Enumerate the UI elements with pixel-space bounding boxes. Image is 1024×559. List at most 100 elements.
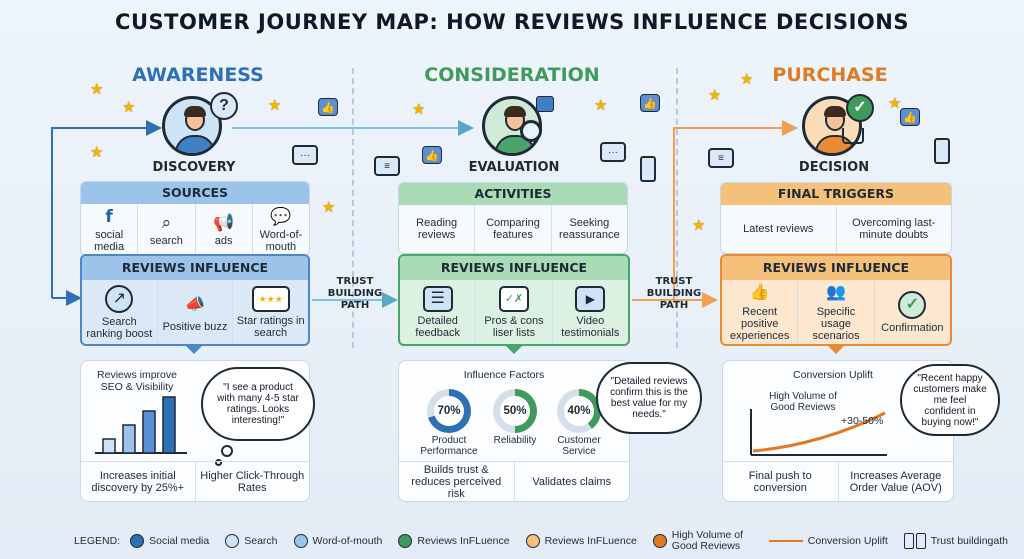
star-icon: ★ <box>888 95 902 112</box>
influence-item: ★★★ Star ratings in search <box>232 280 308 344</box>
avatar <box>162 96 222 156</box>
phone-icon <box>934 138 950 164</box>
thought-dot <box>215 459 222 466</box>
panel-title: REVIEWS INFLUENCE <box>400 256 628 280</box>
stage-divider <box>352 68 354 348</box>
legend-swatch <box>525 534 540 548</box>
stage-title-purchase: PURCHASE <box>772 64 888 86</box>
pointer <box>506 346 522 354</box>
factor-value: 70% <box>434 396 464 426</box>
source-ads: 📢 ads <box>194 204 252 255</box>
stage-label-discovery: DISCOVERY <box>152 160 236 175</box>
influence-label: Detailed feedback <box>415 314 460 339</box>
influence-label: Video testimonials <box>561 314 620 339</box>
influence-label: Search ranking boost <box>86 315 153 340</box>
source-search: ⌕ search <box>137 204 194 255</box>
activity-item: Reading reviews <box>416 217 458 241</box>
seo-card: Reviews improve SEO & Visibility "I see … <box>80 360 315 502</box>
influence-item: ✓✗ Pros & cons liser lists <box>475 280 551 344</box>
trust-path-label: TRUST BUILDING PATH <box>327 276 383 311</box>
thumbs-up-icon: 👍 <box>422 146 442 164</box>
checkmark-icon: ✓ <box>898 290 927 319</box>
panel-title: REVIEWS INFLUENCE <box>722 256 950 280</box>
product-icon <box>536 96 554 112</box>
legend: LEGEND: Social media Search Word-of-mout… <box>0 528 1024 554</box>
check-badge-icon: ✓ <box>846 94 874 122</box>
influence-item: ↗ Search ranking boost <box>82 280 157 344</box>
influence-item: 👥 Specific usage scenarios <box>797 280 873 344</box>
legend-item: Conversion Uplift <box>768 535 888 547</box>
phone-icon <box>903 533 914 549</box>
group-icon: 👥 <box>826 283 846 301</box>
legend-label: High Volume of Good Reviews <box>671 529 744 552</box>
legend-item: Trust buildingath <box>903 533 1008 549</box>
checklist-icon: ✓✗ <box>498 285 529 312</box>
legend-title: LEGEND: <box>74 535 121 547</box>
final-triggers-panel: FINAL TRIGGERS Latest reviews Overcoming… <box>720 182 952 254</box>
factor-ring-product-performance: 70% <box>427 389 471 433</box>
uplift-curve <box>750 409 887 456</box>
star-icon: ★ <box>594 97 608 114</box>
factors-title: Influence Factors <box>463 369 545 381</box>
star-icon: ★ <box>708 87 722 104</box>
phone-icon <box>915 533 926 549</box>
search-icon <box>225 534 240 548</box>
star-icon: ★ <box>268 97 282 114</box>
trigger-item: Latest reviews <box>743 223 814 235</box>
stage-label-decision: DECISION <box>798 160 870 175</box>
facebook-icon: f <box>105 206 113 227</box>
footer-stat: Validates claims <box>513 462 630 501</box>
footer-stat: Builds trust & reduces perceived risk <box>411 463 502 500</box>
cart-icon <box>842 128 864 144</box>
megaphone-icon: 📢 <box>213 212 235 232</box>
star-icon: ★ <box>740 71 754 88</box>
uplift-title: Conversion Uplift <box>793 369 873 381</box>
question-badge-icon: ? <box>210 92 238 120</box>
factor-label: Customer Service <box>557 435 601 457</box>
source-label: ads <box>214 234 233 247</box>
reviews-influence-panel: REVIEWS INFLUENCE 👍 Recent positive expe… <box>720 254 952 346</box>
sources-panel: SOURCES f social media ⌕ search 📢 ads 💬 … <box>80 181 310 256</box>
ranking-icon: ↗ <box>105 284 134 313</box>
thought-bubble: "Recent happy customers make me feel con… <box>900 364 1000 436</box>
chat-icon: 💬 <box>270 206 292 226</box>
influence-label: Star ratings in search <box>236 314 305 339</box>
legend-label: Word-of-mouth <box>312 534 383 547</box>
thumbs-up-icon: 👍 <box>640 94 660 112</box>
influence-item: 📣 Positive buzz <box>156 280 233 344</box>
influence-factors-card: Influence Factors 70% 50% 40% Product Pe… <box>398 360 630 502</box>
magnifier-icon <box>520 120 542 142</box>
source-label: search <box>149 234 183 247</box>
legend-item: Reviews InFLuence <box>398 534 510 548</box>
stage-title-awareness: AWARENESS <box>132 64 264 86</box>
legend-line <box>768 540 803 542</box>
star-icon: ★ <box>90 144 104 161</box>
activities-panel: ACTIVITIES Reading reviews Comparing fea… <box>398 182 628 254</box>
star-icon: ★ <box>692 217 706 234</box>
video-icon: ▶ <box>575 285 606 312</box>
curve-label: High Volume of Good Reviews <box>769 391 837 413</box>
legend-item: Social media <box>130 534 209 548</box>
legend-label: Search <box>244 534 278 547</box>
stage-label-evaluation: EVALUATION <box>468 160 560 175</box>
thumbs-up-icon: 👍 <box>900 108 920 126</box>
seo-bar <box>162 396 176 454</box>
legend-label: Social media <box>149 534 210 547</box>
influence-item: ☰ Detailed feedback <box>400 280 475 344</box>
legend-swatch <box>398 534 413 548</box>
reviews-influence-panel: REVIEWS INFLUENCE ☰ Detailed feedback ✓✗… <box>398 254 630 346</box>
feedback-icon: ☰ <box>422 285 453 312</box>
factor-ring-customer-service: 40% <box>557 389 601 433</box>
panel-title: FINAL TRIGGERS <box>721 183 951 205</box>
reviews-influence-panel: REVIEWS INFLUENCE ↗ Search ranking boost… <box>80 254 310 346</box>
seo-bar <box>142 410 156 454</box>
stage-title-consideration: CONSIDERATION <box>424 64 600 86</box>
star-rating-icon: ★★★ <box>251 285 290 312</box>
legend-item: Reviews InFLuence <box>525 534 637 548</box>
influence-item: 👍 Recent positive experiences <box>722 280 797 344</box>
megaphone-icon: 📣 <box>185 295 205 313</box>
thumbs-up-icon: 👍 <box>318 98 338 116</box>
footer-stat: Increases initial discovery by 25%+ <box>91 469 185 494</box>
legend-swatch <box>652 534 667 548</box>
